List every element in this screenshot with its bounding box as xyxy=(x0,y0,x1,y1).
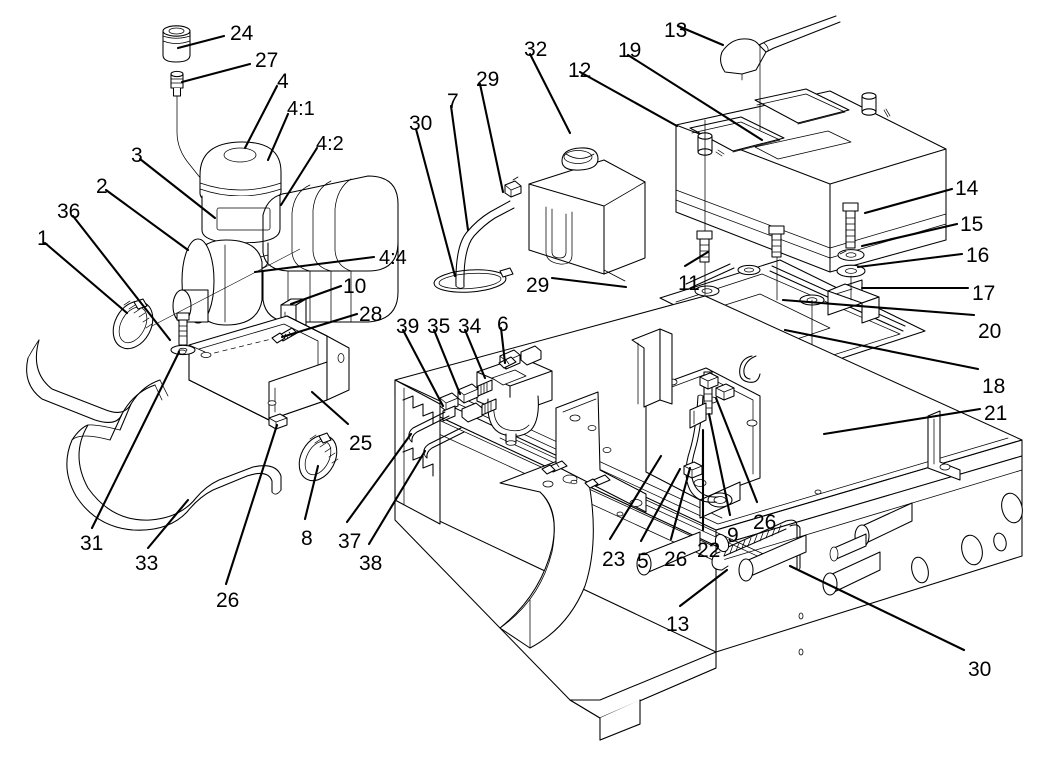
callout-11[interactable]: 11 xyxy=(678,272,700,295)
callout-4-2[interactable]: 4:2 xyxy=(316,133,344,155)
callout-26[interactable]: 26 xyxy=(664,548,688,571)
part-12-battery xyxy=(675,88,947,273)
callout-4[interactable]: 4 xyxy=(277,70,289,93)
part-11-bolt-left xyxy=(696,230,713,263)
callout-7[interactable]: 7 xyxy=(447,90,459,113)
callout-4-1[interactable]: 4:1 xyxy=(287,98,315,120)
callout-34[interactable]: 34 xyxy=(458,315,482,338)
part-6-bolt-top xyxy=(498,356,517,369)
callout-2[interactable]: 2 xyxy=(96,175,108,198)
part-27-fitting xyxy=(170,70,184,97)
part-32-fuel-tank xyxy=(528,147,646,282)
part-29-clamp-upper xyxy=(504,176,522,198)
part-8-hose-clamp-lower xyxy=(298,432,339,482)
callout-13[interactable]: 13 xyxy=(664,19,688,42)
bolt-middle xyxy=(768,225,785,258)
callout-14[interactable]: 14 xyxy=(955,177,979,200)
tray-anchor-loops xyxy=(631,328,761,429)
bolt-near-23 xyxy=(541,460,578,485)
callout-37[interactable]: 37 xyxy=(338,530,362,553)
callout-35[interactable]: 35 xyxy=(427,315,451,338)
callout-27[interactable]: 27 xyxy=(255,49,279,72)
callout-20[interactable]: 20 xyxy=(978,320,1002,343)
part-13-battery-cable-boot xyxy=(720,15,841,81)
part-35-fittings xyxy=(457,379,497,423)
part-15-lock-washer xyxy=(837,249,865,261)
callout-32[interactable]: 32 xyxy=(524,38,548,61)
callout-38[interactable]: 38 xyxy=(359,552,383,575)
callout-1[interactable]: 1 xyxy=(37,227,49,250)
callout-15[interactable]: 15 xyxy=(960,213,984,236)
callout-5[interactable]: 5 xyxy=(637,550,649,573)
callout-3[interactable]: 3 xyxy=(131,144,143,167)
callout-18[interactable]: 18 xyxy=(982,375,1006,398)
part-14-carriage-bolt xyxy=(842,202,859,249)
callout-29[interactable]: 29 xyxy=(476,68,500,91)
callout-30[interactable]: 30 xyxy=(409,112,433,135)
callout-19[interactable]: 19 xyxy=(618,39,642,62)
callout-33[interactable]: 33 xyxy=(135,552,159,575)
main-frame-chassis xyxy=(394,295,1023,741)
part-25-mounting-pan xyxy=(188,315,350,421)
part-1-hose-clamp-upper xyxy=(112,298,154,350)
callout-21[interactable]: 21 xyxy=(984,402,1008,425)
callout-28[interactable]: 28 xyxy=(359,303,383,326)
bolt-far-left xyxy=(584,474,611,489)
callout-26[interactable]: 26 xyxy=(216,589,240,612)
callout-31[interactable]: 31 xyxy=(80,532,104,555)
callout-24[interactable]: 24 xyxy=(230,22,254,45)
callout-16[interactable]: 16 xyxy=(966,244,990,267)
callout-26[interactable]: 26 xyxy=(753,511,777,534)
part-7-fuel-line xyxy=(455,200,515,289)
callout-25[interactable]: 25 xyxy=(349,432,373,455)
part-30-tie-strap xyxy=(433,267,514,293)
callout-6[interactable]: 6 xyxy=(497,313,509,336)
part-39-elbow-fitting xyxy=(439,392,459,422)
callout-30[interactable]: 30 xyxy=(968,658,992,681)
callout-29[interactable]: 29 xyxy=(526,274,550,297)
part-16-flat-washer xyxy=(836,264,866,278)
callout-36[interactable]: 36 xyxy=(57,200,81,223)
part-34-fuel-pump xyxy=(476,345,553,446)
callout-10[interactable]: 10 xyxy=(343,275,367,298)
callout-23[interactable]: 23 xyxy=(602,548,626,571)
part-13-extension-spring xyxy=(711,519,867,582)
callout-8[interactable]: 8 xyxy=(301,527,313,550)
part-24-precleaner-cap xyxy=(162,25,191,63)
callout-12[interactable]: 12 xyxy=(568,59,592,82)
callout-13[interactable]: 13 xyxy=(666,613,690,636)
callout-39[interactable]: 39 xyxy=(396,315,420,338)
callout-22[interactable]: 22 xyxy=(697,539,721,562)
callout-9[interactable]: 9 xyxy=(727,524,739,547)
callout-4-4[interactable]: 4:4 xyxy=(379,247,407,269)
callout-17[interactable]: 17 xyxy=(972,282,996,305)
